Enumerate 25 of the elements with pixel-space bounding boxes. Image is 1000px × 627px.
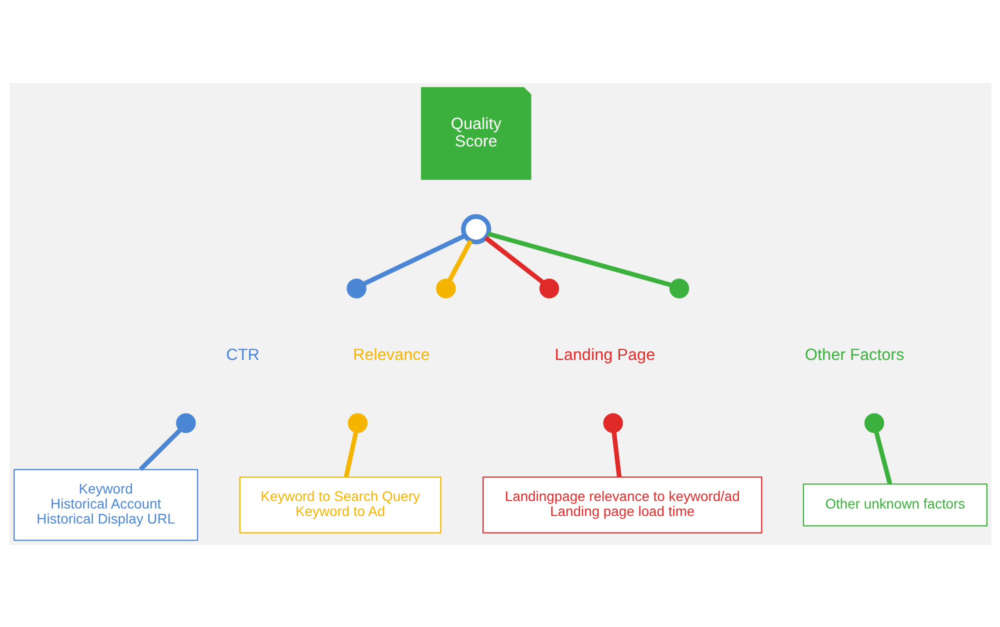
node-text: CTR <box>226 346 260 364</box>
connector <box>611 432 622 477</box>
node-circle <box>346 278 366 298</box>
node-box: Other unknown factors <box>802 482 987 526</box>
connector <box>484 236 544 284</box>
node-circle <box>460 214 491 244</box>
node-circle <box>176 412 196 432</box>
connector <box>138 428 181 470</box>
node-circle <box>864 412 884 432</box>
node-circle <box>436 278 456 298</box>
node-text: Landing Page <box>554 346 655 364</box>
node-circle <box>668 278 689 298</box>
node-text: Other Factors <box>804 346 904 364</box>
connector <box>874 431 892 484</box>
node-box: Landingpage relevance to keyword/ad Landing page load time <box>482 476 762 533</box>
connector <box>363 233 466 286</box>
node-text: Relevance <box>352 346 430 364</box>
node-box: Keyword to Search Query Keyword to Ad <box>238 476 441 533</box>
connector <box>447 239 472 280</box>
connector <box>487 231 670 287</box>
node-circle <box>347 412 368 432</box>
node-box: Keyword Historical Account Historical Display URL <box>13 468 198 540</box>
connector <box>343 432 358 477</box>
node-circle <box>602 412 622 432</box>
node-circle <box>538 278 559 298</box>
